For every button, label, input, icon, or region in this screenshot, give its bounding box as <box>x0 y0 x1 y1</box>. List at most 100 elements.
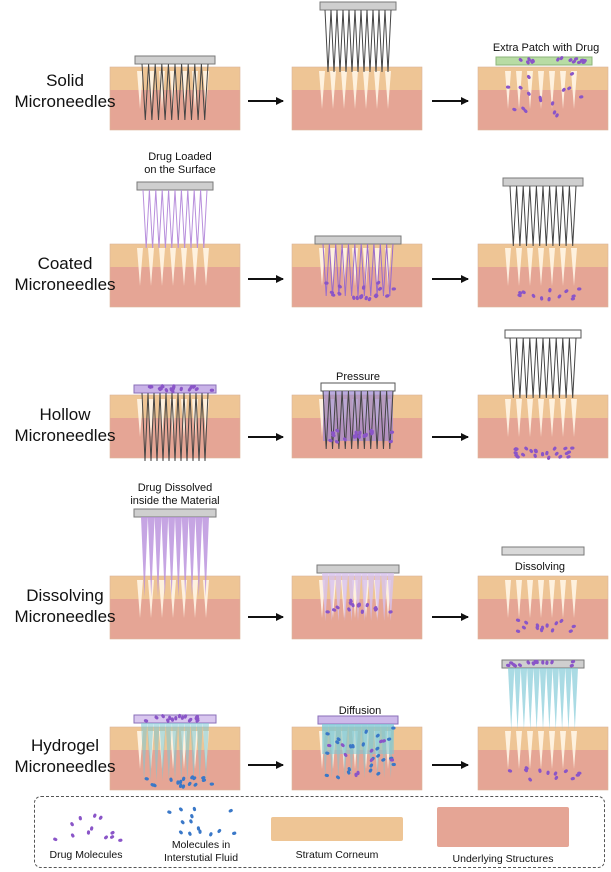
interstitial-molecule <box>324 773 329 778</box>
needle-outline <box>141 63 209 121</box>
drug-molecule <box>531 293 536 298</box>
drug-molecule <box>325 610 330 614</box>
interstitial-molecule <box>376 753 381 758</box>
underlying-structures-layer <box>478 418 608 458</box>
interstitial-molecule <box>192 806 197 812</box>
needle-base <box>136 181 214 191</box>
panel-coated-2 <box>291 235 423 308</box>
row-label-line2: Microneedles <box>14 426 116 445</box>
needle-channel <box>571 399 577 437</box>
needle-channel <box>170 248 176 286</box>
drug-molecule <box>370 431 374 436</box>
interstitial-molecule <box>347 767 352 772</box>
drug-molecule <box>550 660 554 665</box>
needle <box>335 573 342 621</box>
row-label-line1: Coated <box>37 254 93 273</box>
needle-channel <box>571 580 577 618</box>
drug-molecule <box>143 719 149 723</box>
needle-base <box>501 546 585 556</box>
skin-border <box>477 243 609 308</box>
underlying-structures-layer <box>110 599 240 639</box>
drug-molecule <box>388 610 393 614</box>
needle <box>354 724 362 778</box>
needle-channel <box>181 399 187 437</box>
drug-molecule <box>348 601 353 606</box>
interstitial-molecule <box>192 776 197 781</box>
needle <box>159 723 166 781</box>
drug-molecule <box>180 715 185 720</box>
drug-molecule <box>174 716 178 721</box>
interstitial-molecule <box>336 737 341 742</box>
row-label-line2: Microneedles <box>14 607 116 626</box>
needle-channel <box>505 71 511 109</box>
drug-molecule <box>352 434 356 439</box>
row-label-hollow: Hollow Microneedles <box>0 404 130 446</box>
drug-molecule <box>539 296 544 301</box>
legend-drug-molecules-swatch <box>53 813 123 842</box>
needle <box>374 573 381 621</box>
drug-molecule <box>518 58 523 62</box>
annotation-pressure: Pressure <box>335 371 381 383</box>
needle-base <box>504 329 582 339</box>
underlying-structures-layer <box>478 267 608 307</box>
drug-molecule <box>521 290 526 295</box>
drug-molecule <box>356 603 360 608</box>
drug-molecule <box>373 606 378 611</box>
needle-channel <box>192 248 198 286</box>
interstitial-molecule <box>361 742 365 747</box>
drug-molecule <box>334 440 339 444</box>
underlying-structures-layer <box>478 599 608 639</box>
drug-molecule <box>179 386 183 392</box>
drug-molecule <box>330 431 336 435</box>
drug-molecule <box>98 815 103 820</box>
needle-channel <box>538 399 544 437</box>
needle <box>178 723 185 781</box>
needle-base <box>134 55 216 65</box>
panel-hollow-3 <box>477 329 609 460</box>
drug-molecule <box>171 385 176 391</box>
needle-channel <box>159 248 165 286</box>
drug-molecule <box>170 717 175 722</box>
drug-molecule <box>545 450 549 456</box>
drug-molecule <box>378 287 382 291</box>
needle-channel <box>181 248 187 286</box>
drug-molecule <box>367 297 372 302</box>
drug-molecule <box>86 830 91 835</box>
drug-molecule <box>332 608 337 612</box>
drug-molecule <box>541 660 545 665</box>
drug-molecule <box>194 387 199 392</box>
row-label-line2: Microneedles <box>14 275 116 294</box>
drug-molecule <box>187 387 192 392</box>
drug-molecule <box>327 743 332 748</box>
drug-molecule <box>187 718 192 723</box>
needle-channel <box>374 248 380 286</box>
row-label-line1: Hydrogel <box>30 736 100 755</box>
row-label-line1: Dissolving <box>26 586 104 605</box>
needle-channel <box>549 399 555 437</box>
needle <box>181 517 189 597</box>
drug-molecule <box>566 450 572 454</box>
underlying-structures-layer <box>478 750 608 790</box>
needle-channel <box>505 731 511 769</box>
needle <box>341 724 349 778</box>
needle <box>165 723 172 781</box>
interstitial-molecule <box>178 830 183 835</box>
needle-channel <box>374 71 380 109</box>
needle-channel <box>505 580 511 618</box>
underlying-structures-layer <box>110 267 240 307</box>
drug-molecule <box>365 602 369 608</box>
panel-coated-1 <box>109 181 241 308</box>
drug-molecule <box>331 433 336 438</box>
needle <box>328 573 336 621</box>
needle-base <box>314 235 402 245</box>
annotation-extra-patch: Extra Patch with Drug <box>492 42 600 54</box>
drug-molecule <box>553 771 558 776</box>
drug-molecule <box>568 58 573 62</box>
drug-molecule <box>515 618 521 622</box>
drug-molecule <box>570 297 576 301</box>
panel-dissolving-3 <box>477 546 609 640</box>
drug-molecule <box>559 56 564 61</box>
needle-channel <box>137 248 143 286</box>
needle-channel <box>363 71 369 109</box>
drug-molecule <box>354 430 358 435</box>
